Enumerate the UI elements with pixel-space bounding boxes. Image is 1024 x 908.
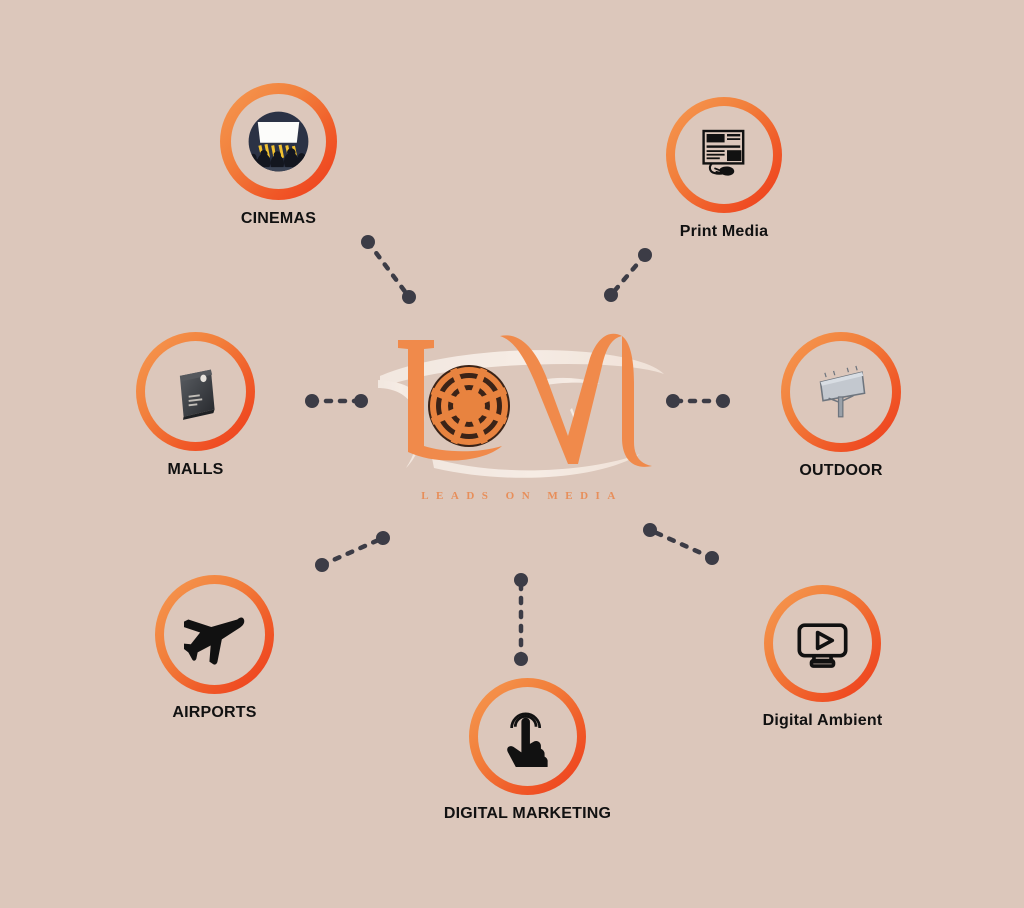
node-icon-wrap-cinemas bbox=[248, 111, 309, 172]
logo-tagline: LEADS ON MEDIA bbox=[421, 490, 623, 502]
logo-letter-L bbox=[398, 340, 502, 461]
connector-digital-marketing bbox=[514, 573, 528, 666]
connector-endpoint-dot bbox=[514, 573, 528, 587]
connector-endpoint-dot bbox=[638, 248, 652, 262]
logo-letter-M bbox=[500, 333, 652, 467]
node-label-print-media: Print Media bbox=[679, 223, 769, 240]
newspaper-in-hand-icon bbox=[702, 129, 745, 176]
connector-endpoint-dot bbox=[361, 235, 375, 249]
node-label-cinemas: CINEMAS bbox=[240, 210, 317, 227]
connector-outdoor bbox=[666, 394, 730, 408]
connector-endpoint-dot bbox=[376, 531, 390, 545]
node-malls[interactable]: MALLS bbox=[136, 332, 255, 479]
node-outdoor[interactable]: OUTDOOR bbox=[781, 332, 901, 480]
node-ring-outdoor[interactable] bbox=[781, 332, 901, 452]
node-ring-digital-marketing[interactable] bbox=[469, 678, 586, 795]
shopping-bag-icon bbox=[179, 369, 215, 420]
connector-endpoint-dot bbox=[305, 394, 319, 408]
node-icon-wrap-airports bbox=[183, 604, 246, 666]
logo-emblem-target bbox=[428, 365, 510, 447]
monitor-play-icon bbox=[797, 623, 848, 668]
logo-lettermark bbox=[378, 333, 664, 478]
node-label-digital-ambient: Digital Ambient bbox=[762, 712, 883, 729]
node-icon-wrap-outdoor bbox=[810, 361, 872, 423]
tap-hand-click-icon bbox=[507, 712, 548, 767]
node-ring-cinemas[interactable] bbox=[220, 83, 337, 200]
node-label-malls: MALLS bbox=[167, 461, 224, 478]
connector-endpoint-dot bbox=[716, 394, 730, 408]
connector-endpoint-dot bbox=[604, 288, 618, 302]
connector-cinemas bbox=[361, 235, 416, 304]
node-print-media[interactable]: Print Media bbox=[666, 97, 782, 241]
connector-airports bbox=[315, 531, 390, 572]
center-logo: LEADS ON MEDIA bbox=[372, 318, 672, 533]
node-ring-print-media[interactable] bbox=[666, 97, 782, 213]
connector-print-media bbox=[604, 248, 652, 302]
connector-endpoint-dot bbox=[402, 290, 416, 304]
node-digital-ambient[interactable]: Digital Ambient bbox=[762, 585, 883, 730]
airplane-icon bbox=[183, 616, 244, 665]
node-icon-wrap-digital-ambient bbox=[792, 613, 853, 674]
connector-endpoint-dot bbox=[514, 652, 528, 666]
connector-malls bbox=[305, 394, 368, 408]
connector-endpoint-dot bbox=[315, 558, 329, 572]
node-label-airports: AIRPORTS bbox=[172, 704, 257, 721]
node-ring-malls[interactable] bbox=[136, 332, 255, 451]
node-icon-wrap-malls bbox=[165, 361, 227, 423]
node-icon-wrap-digital-marketing bbox=[497, 706, 558, 767]
billboard-icon bbox=[819, 365, 866, 418]
connector-endpoint-dot bbox=[705, 551, 719, 565]
cinema-audience-icon bbox=[248, 111, 309, 172]
node-icon-wrap-print-media bbox=[694, 125, 754, 185]
node-airports[interactable]: AIRPORTS bbox=[155, 575, 274, 722]
node-cinemas[interactable]: CINEMAS bbox=[220, 83, 337, 228]
node-label-outdoor: OUTDOOR bbox=[799, 462, 883, 479]
node-label-digital-marketing: DIGITAL MARKETING bbox=[443, 805, 612, 822]
node-digital-marketing[interactable]: DIGITAL MARKETING bbox=[444, 678, 611, 823]
connector-endpoint-dot bbox=[354, 394, 368, 408]
node-ring-airports[interactable] bbox=[155, 575, 274, 694]
node-ring-digital-ambient[interactable] bbox=[764, 585, 881, 702]
